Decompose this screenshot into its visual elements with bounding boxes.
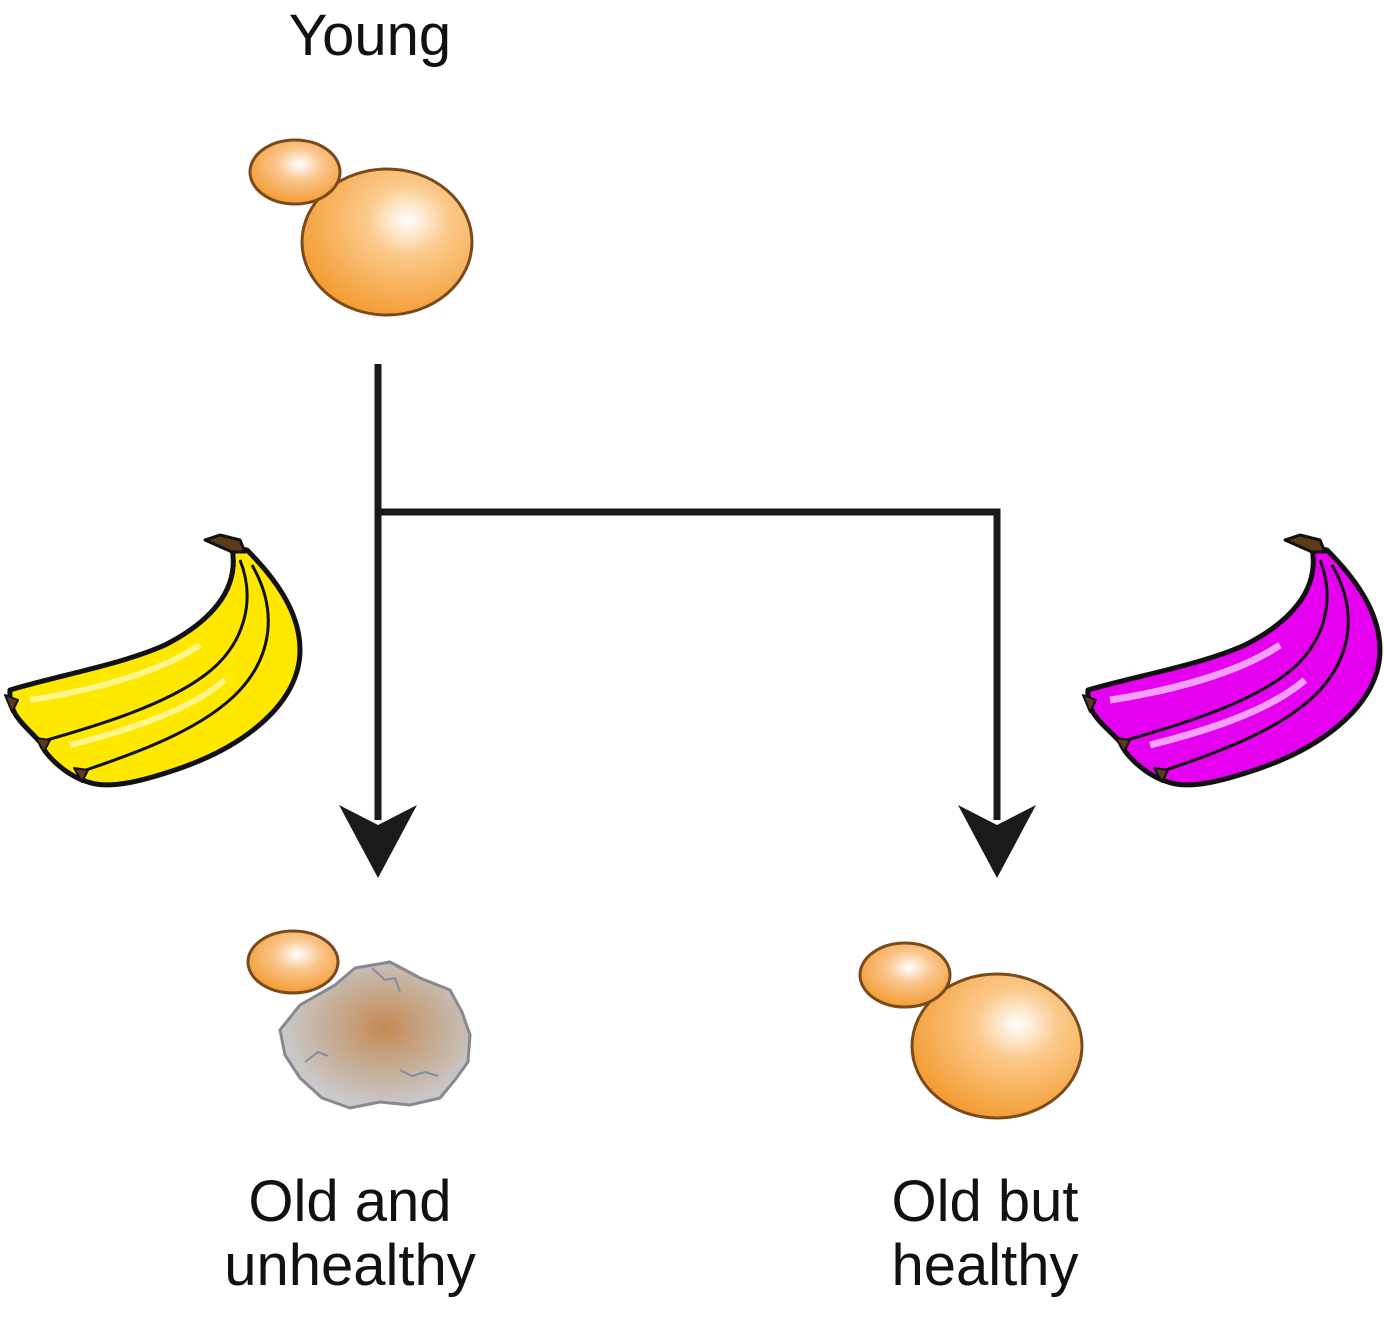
label-old-healthy: Old but healthy	[830, 1170, 1140, 1298]
branch-arrows	[374, 364, 1001, 820]
damaged-cell-icon	[246, 929, 472, 1110]
label-young-text: Young	[288, 3, 452, 68]
yellow-banana-bunch-icon	[4, 533, 303, 788]
label-old-unhealthy-line1: Old and	[248, 1169, 452, 1234]
label-old-healthy-line1: Old but	[891, 1169, 1079, 1234]
healthy-cell-icon	[858, 941, 1084, 1120]
label-old-unhealthy: Old and unhealthy	[190, 1170, 510, 1298]
label-old-unhealthy-line2: unhealthy	[224, 1233, 476, 1298]
arrowhead-right-icon	[958, 805, 1036, 878]
arrowhead-left-icon	[339, 805, 417, 878]
label-young: Young	[250, 4, 490, 68]
magenta-banana-bunch-icon	[1082, 533, 1383, 788]
young-cell-icon	[248, 138, 474, 317]
label-old-healthy-line2: healthy	[891, 1233, 1079, 1298]
